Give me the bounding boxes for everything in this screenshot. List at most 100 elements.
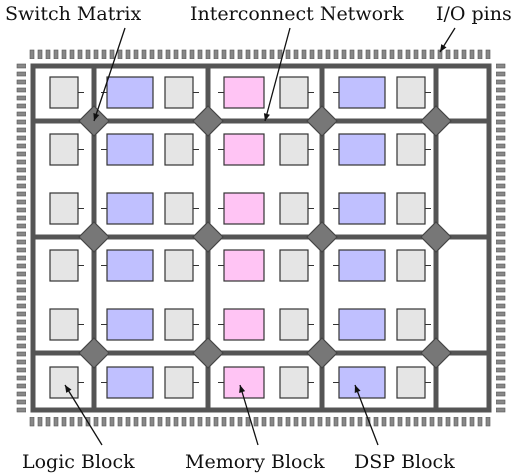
io-pin — [16, 311, 27, 317]
io-pin — [495, 207, 506, 213]
switch-matrix — [306, 105, 338, 137]
logic-block — [279, 366, 309, 399]
logic-block-callout-head — [65, 385, 72, 393]
io-pin — [325, 416, 331, 427]
io-pin — [69, 49, 75, 60]
io-pin — [16, 287, 27, 293]
dsp-block — [338, 192, 386, 225]
io-pin — [45, 49, 51, 60]
logic-block — [279, 308, 309, 341]
block-array — [49, 76, 431, 399]
io-pin — [16, 271, 27, 277]
memory-block — [223, 308, 265, 341]
io-pin — [117, 49, 123, 60]
io-pin — [495, 335, 506, 341]
memory-block — [223, 249, 265, 282]
io-pin — [495, 343, 506, 349]
io-pin — [77, 49, 83, 60]
io-pin — [309, 49, 315, 60]
io-pin — [16, 239, 27, 245]
io-pin — [495, 151, 506, 157]
dsp-block — [106, 249, 154, 282]
io-pin — [16, 303, 27, 309]
logic-block — [164, 366, 194, 399]
io-pin — [495, 183, 506, 189]
io-pin — [301, 49, 307, 60]
io-pin — [421, 416, 427, 427]
io-pin — [16, 407, 27, 413]
io-pin — [173, 49, 179, 60]
io-pin — [495, 303, 506, 309]
io-pin — [53, 49, 59, 60]
io-pin — [221, 49, 227, 60]
logic-block — [279, 249, 309, 282]
io-pin — [495, 311, 506, 317]
io-pin — [495, 391, 506, 397]
io-pin — [109, 49, 115, 60]
io-pin — [477, 49, 483, 60]
io-pin — [45, 416, 51, 427]
io-pin — [495, 103, 506, 109]
io-pin — [413, 416, 419, 427]
logic-block-label: Logic Block — [22, 451, 135, 473]
io-pin — [495, 295, 506, 301]
io-pin — [293, 416, 299, 427]
io-pins — [16, 49, 506, 427]
io-pin — [53, 416, 59, 427]
callout-lines — [64, 27, 456, 446]
io-pin — [461, 49, 467, 60]
io-pin — [341, 416, 347, 427]
memory-block-callout — [239, 384, 259, 446]
io-pin — [16, 87, 27, 93]
logic-block — [164, 249, 194, 282]
io-pin — [495, 407, 506, 413]
io-pin — [85, 49, 91, 60]
io-pin — [495, 319, 506, 325]
io-pins-label: I/O pins — [436, 3, 512, 25]
logic-block — [396, 249, 426, 282]
io-pin — [157, 49, 163, 60]
logic-block — [49, 133, 79, 166]
io-pin — [495, 175, 506, 181]
dsp-block — [106, 76, 154, 109]
io-pin — [495, 127, 506, 133]
io-pin — [197, 49, 203, 60]
io-pin — [397, 49, 403, 60]
io-pin — [325, 49, 331, 60]
io-pin — [495, 223, 506, 229]
io-pin — [269, 49, 275, 60]
logic-block — [279, 192, 309, 225]
dsp-block — [106, 133, 154, 166]
io-pin — [285, 49, 291, 60]
io-pin — [16, 399, 27, 405]
logic-block — [396, 133, 426, 166]
io-pin — [495, 359, 506, 365]
interconnect-network-callout-head — [263, 113, 270, 121]
logic-block — [164, 133, 194, 166]
io-pin — [495, 351, 506, 357]
io-pin — [16, 367, 27, 373]
dsp-block — [338, 249, 386, 282]
io-pin — [495, 231, 506, 237]
switch-matrix — [78, 221, 110, 253]
io-pin — [16, 207, 27, 213]
io-pin — [16, 343, 27, 349]
io-pin — [349, 49, 355, 60]
io-pin — [495, 167, 506, 173]
io-pin — [16, 119, 27, 125]
io-pin — [16, 375, 27, 381]
switch-matrix — [420, 221, 452, 253]
io-pin — [495, 247, 506, 253]
logic-block — [396, 366, 426, 399]
io-pin — [397, 416, 403, 427]
io-pin — [269, 416, 275, 427]
io-pin — [495, 375, 506, 381]
io-pin — [495, 87, 506, 93]
logic-block — [396, 308, 426, 341]
io-pin — [245, 49, 251, 60]
io-pin — [253, 416, 259, 427]
io-pin — [101, 49, 107, 60]
io-pin — [197, 416, 203, 427]
switch-matrix — [420, 105, 452, 137]
switch-matrix — [306, 337, 338, 369]
